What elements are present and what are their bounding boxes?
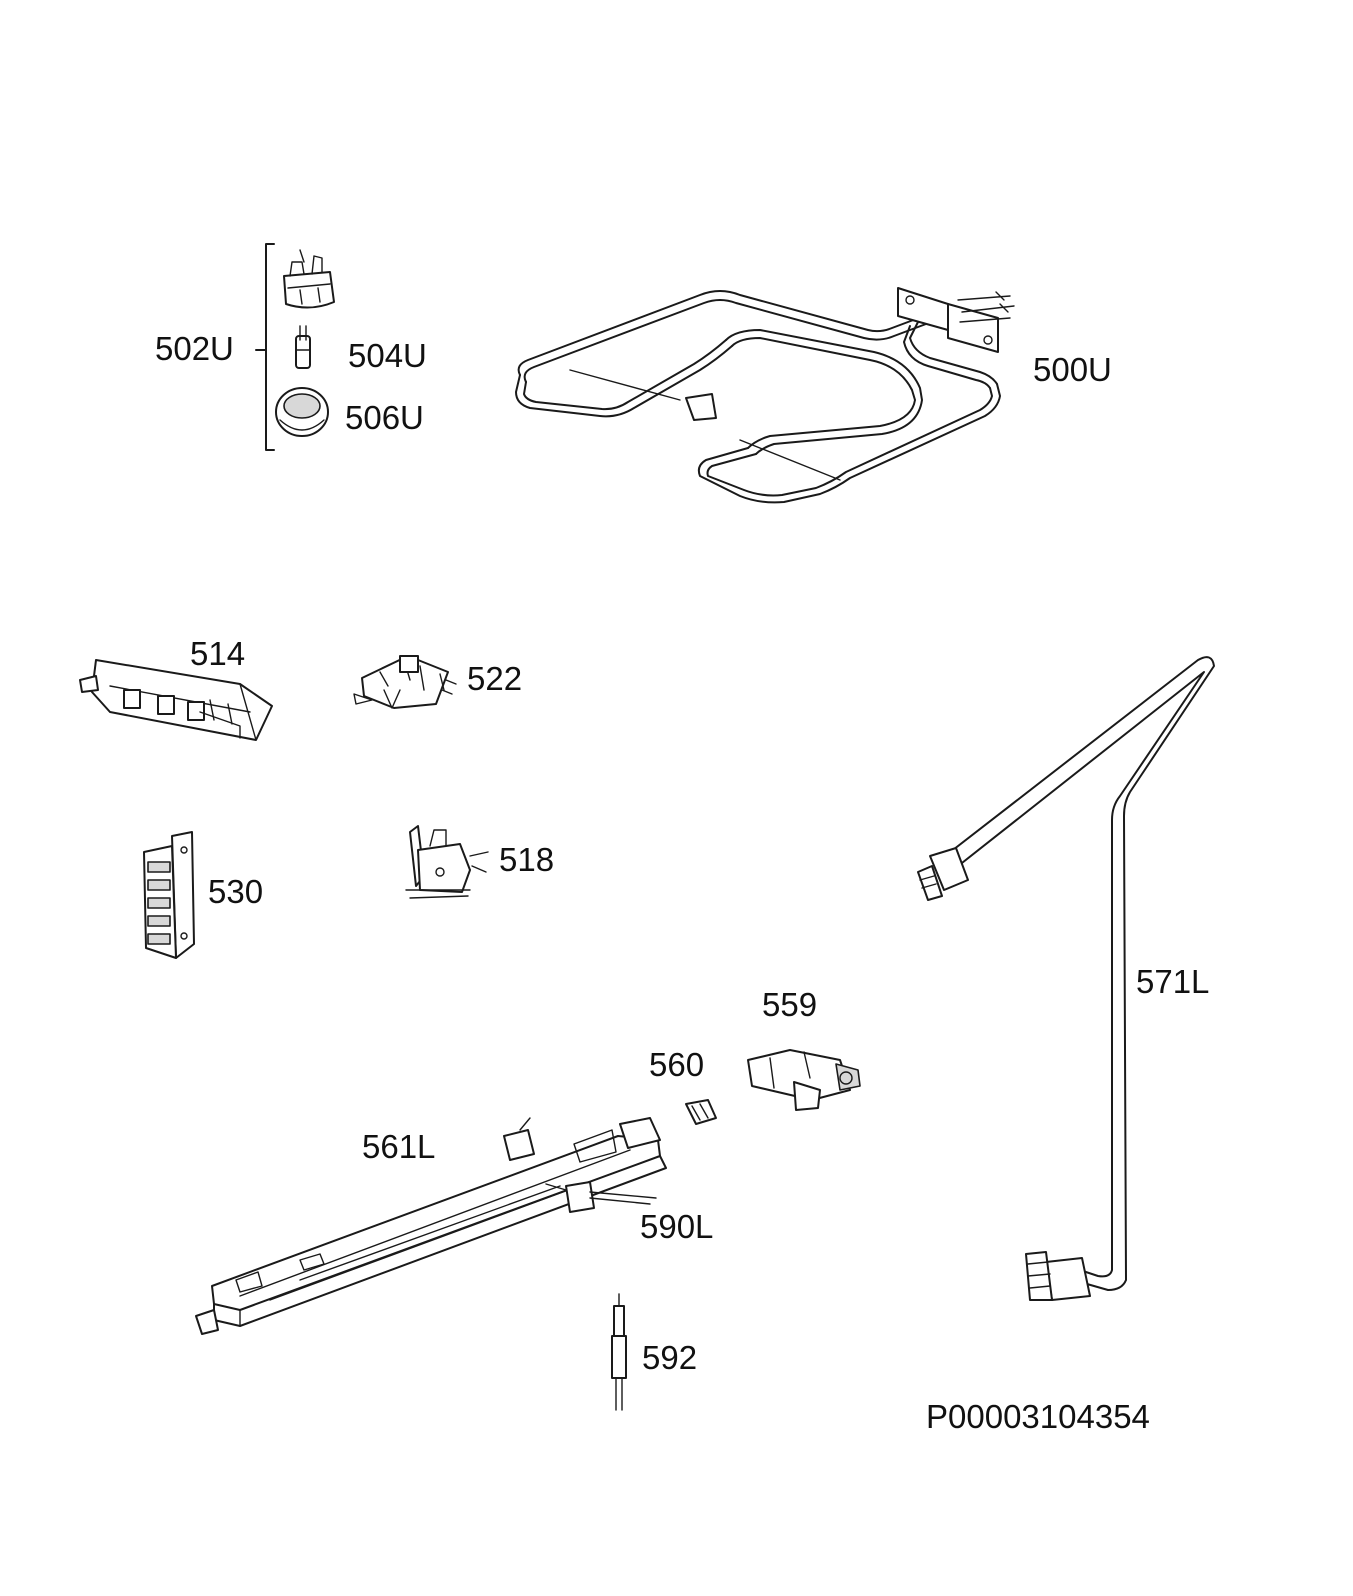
label-571l: 571L [1136, 963, 1210, 1000]
label-502u: 502U [155, 330, 234, 367]
bracket-502u [255, 243, 275, 451]
label-518: 518 [499, 841, 555, 878]
label-590l: 590L [640, 1208, 714, 1245]
part-502u-connector [283, 249, 335, 309]
label-504u: 504U [348, 337, 427, 374]
part-592-probe [611, 1293, 627, 1411]
label-559: 559 [762, 986, 818, 1023]
part-590l-thermocouple [545, 1181, 657, 1213]
label-506u: 506U [345, 399, 424, 436]
part-522-switch [353, 655, 457, 709]
label-560: 560 [649, 1046, 705, 1083]
part-518-switch [405, 825, 489, 899]
part-500u-heating-element [515, 287, 1015, 504]
part-504u-terminal [295, 325, 311, 369]
part-514-ignition-module [79, 659, 273, 741]
part-530-terminal-block [143, 831, 195, 959]
label-561l: 561L [362, 1128, 436, 1165]
document-id: P00003104354 [926, 1398, 1150, 1435]
part-561l-burner [195, 1117, 667, 1335]
part-571l-gas-pipe [917, 656, 1215, 1301]
label-522: 522 [467, 660, 523, 697]
label-500u: 500U [1033, 351, 1112, 388]
label-592: 592 [642, 1339, 698, 1376]
label-530: 530 [208, 873, 264, 910]
part-559-valve [747, 1049, 861, 1111]
part-560-nozzle [685, 1099, 717, 1125]
label-514: 514 [190, 635, 246, 672]
part-506u-cap [275, 387, 329, 437]
